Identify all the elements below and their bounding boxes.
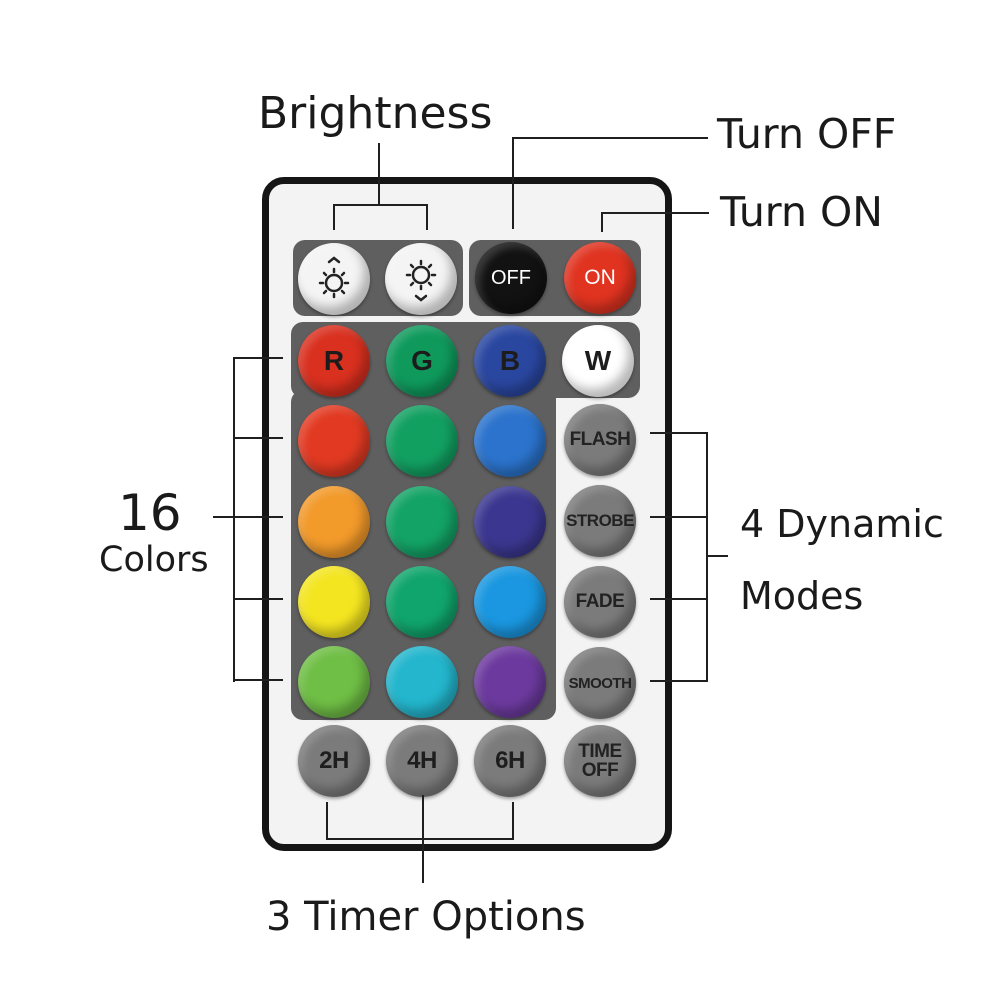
white-button[interactable]: W bbox=[562, 325, 634, 397]
timer-2h-label: 2H bbox=[319, 747, 349, 774]
colors-bracket-tick-4 bbox=[233, 598, 283, 600]
time-off-label-line2: OFF bbox=[581, 760, 619, 781]
colors-bracket-tick-1 bbox=[233, 357, 283, 359]
green-button-label: G bbox=[411, 345, 433, 376]
timer-4h-button[interactable]: 4H bbox=[386, 725, 458, 797]
modes-bracket-stem bbox=[706, 555, 728, 557]
color-button-1-1[interactable] bbox=[298, 405, 370, 477]
brightness-bracket-stem bbox=[378, 143, 380, 205]
off-button-label: OFF bbox=[491, 266, 531, 289]
turn-on-label: Turn ON bbox=[720, 188, 883, 236]
blue-button-label: B bbox=[499, 345, 521, 376]
turn-off-leader-h bbox=[512, 137, 708, 139]
on-button-label: ON bbox=[584, 266, 616, 289]
dynamic-modes-label-line2: Modes bbox=[740, 574, 864, 618]
color-button-3-1[interactable] bbox=[298, 566, 370, 638]
color-button-2-1[interactable] bbox=[298, 486, 370, 558]
brightness-label: Brightness bbox=[258, 88, 493, 139]
brightness-bracket-left bbox=[333, 204, 335, 230]
sun-up-icon bbox=[318, 256, 350, 299]
timer-4h-label: 4H bbox=[407, 747, 437, 774]
colors-count-label: 16 bbox=[118, 484, 182, 542]
colors-bracket-tick-5 bbox=[233, 679, 283, 681]
color-button-4-3[interactable] bbox=[474, 646, 546, 718]
time-off-button[interactable]: TIME OFF bbox=[564, 725, 636, 797]
timer-6h-label: 6H bbox=[495, 747, 525, 774]
turn-on-leader-v bbox=[601, 212, 603, 232]
flash-button-label: FLASH bbox=[569, 429, 631, 450]
timer-2h-button[interactable]: 2H bbox=[298, 725, 370, 797]
white-button-label: W bbox=[584, 345, 612, 376]
smooth-button-label: SMOOTH bbox=[568, 674, 632, 692]
turn-on-leader-h bbox=[601, 212, 709, 214]
timer-bracket-left bbox=[326, 802, 328, 840]
brightness-up-button[interactable] bbox=[298, 243, 370, 315]
dynamic-modes-label-line1: 4 Dynamic bbox=[740, 502, 944, 546]
timer-bracket-right bbox=[512, 802, 514, 840]
color-button-3-2[interactable] bbox=[386, 566, 458, 638]
strobe-button-label: STROBE bbox=[566, 511, 634, 530]
red-button-label: R bbox=[323, 345, 345, 376]
time-off-label: TIME OFF bbox=[578, 740, 622, 781]
flash-button[interactable]: FLASH bbox=[564, 404, 636, 476]
colors-bracket-stem bbox=[213, 516, 235, 518]
color-button-1-2[interactable] bbox=[386, 405, 458, 477]
color-button-4-1[interactable] bbox=[298, 646, 370, 718]
color-button-2-3[interactable] bbox=[474, 486, 546, 558]
colors-bracket-tick-3 bbox=[233, 516, 283, 518]
fade-button-label: FADE bbox=[575, 591, 625, 612]
colors-word-label: Colors bbox=[99, 540, 209, 580]
fade-button[interactable]: FADE bbox=[564, 566, 636, 638]
strobe-button[interactable]: STROBE bbox=[564, 485, 636, 557]
modes-bracket-spine bbox=[706, 432, 708, 682]
modes-bracket-tick-4 bbox=[650, 680, 708, 682]
turn-off-leader-v bbox=[512, 137, 514, 229]
turn-off-label: Turn OFF bbox=[717, 110, 897, 158]
smooth-button[interactable]: SMOOTH bbox=[564, 647, 636, 719]
color-button-2-2[interactable] bbox=[386, 486, 458, 558]
timer-bracket-bar bbox=[326, 838, 514, 840]
timer-options-label: 3 Timer Options bbox=[266, 894, 586, 940]
timer-6h-button[interactable]: 6H bbox=[474, 725, 546, 797]
on-button[interactable]: ON bbox=[564, 242, 636, 314]
colors-bracket-spine bbox=[233, 357, 235, 682]
green-button[interactable]: G bbox=[386, 325, 458, 397]
time-off-label-line1: TIME bbox=[578, 740, 622, 762]
blue-button[interactable]: B bbox=[474, 325, 546, 397]
colors-bracket-tick-2 bbox=[233, 437, 283, 439]
red-button[interactable]: R bbox=[298, 325, 370, 397]
off-button[interactable]: OFF bbox=[475, 242, 547, 314]
brightness-down-button[interactable] bbox=[385, 243, 457, 315]
modes-bracket-tick-1 bbox=[650, 432, 708, 434]
brightness-bracket-bar bbox=[333, 204, 428, 206]
brightness-bracket-right bbox=[426, 204, 428, 230]
modes-bracket-tick-3 bbox=[650, 598, 708, 600]
modes-bracket-tick-2 bbox=[650, 516, 708, 518]
timer-bracket-center bbox=[422, 795, 424, 883]
color-button-1-3[interactable] bbox=[474, 405, 546, 477]
color-button-3-3[interactable] bbox=[474, 566, 546, 638]
sun-down-icon bbox=[405, 259, 437, 302]
color-button-4-2[interactable] bbox=[386, 646, 458, 718]
